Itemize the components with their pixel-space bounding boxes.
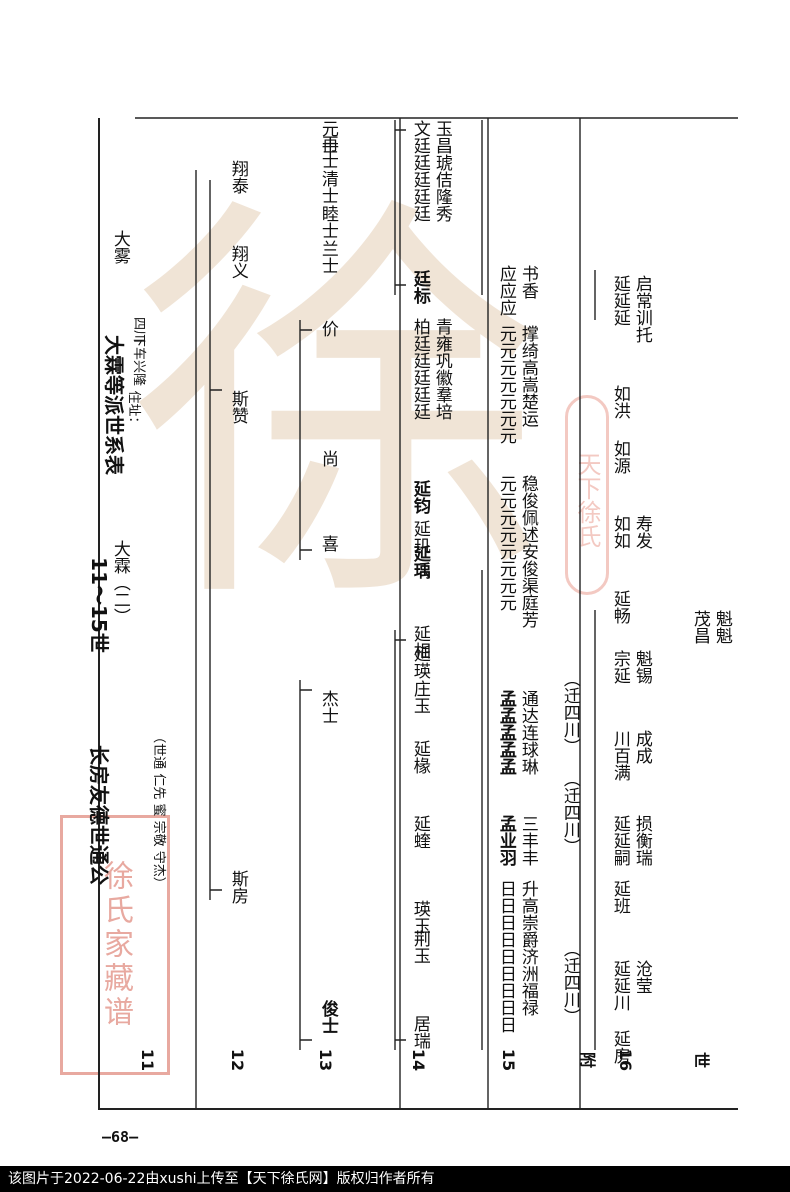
name-yuan-shi: 元士 (317, 120, 338, 154)
residence-region: 四川 (131, 316, 146, 343)
table-frame (98, 118, 738, 1110)
g16-e: 损衡瑞 (631, 815, 652, 866)
g16-g: 成成 (631, 730, 652, 764)
gen-label-12: 12 (228, 1048, 247, 1072)
gen-label-shi: 世 (692, 1051, 711, 1068)
gen-label-15: 15 (499, 1048, 518, 1072)
g14-row-e: 文廷廷廷廷廷 (409, 120, 430, 222)
name-xi: 喜 (317, 535, 338, 552)
after-a: 茂昌 (689, 610, 710, 644)
g15-row-c: 孟业羽 (495, 815, 516, 866)
g16-l: 寿发 (631, 515, 652, 549)
g15-row-d: 三丰丰 (517, 815, 538, 866)
g16-j: 延畅 (609, 590, 630, 624)
name-si-fang: 斯房 (227, 870, 248, 904)
name-lan-shi: 兰士 (317, 240, 338, 274)
migration-note-3: （迁四川） (559, 670, 580, 755)
g16-h: 宗延 (609, 650, 630, 684)
name-ju-rui: 居瑞 (409, 1015, 430, 1049)
g15-row-f: 通达连球琳 (517, 690, 538, 775)
gen-label-13: 13 (316, 1048, 335, 1072)
g16-o: 延延延 (609, 275, 630, 326)
name-yan-biao: 廷标 (409, 270, 430, 304)
name-peng-yi: 翔义 (227, 245, 248, 279)
g15-row-k: 应应应 (495, 265, 516, 316)
gen-label-14: 14 (409, 1048, 428, 1072)
g16-c: 延班 (609, 880, 630, 914)
g15-row-e: 孟孟孟孟孟 (495, 690, 516, 775)
upload-notice: 该图片于2022-06-22由xushi上传至【天下徐氏网】版权归作者所有 (0, 1166, 790, 1192)
name-yan-jun: 延钧 (409, 480, 430, 514)
g16-k: 如如 (609, 515, 630, 549)
name-yan-ying: 延瑛 (409, 645, 430, 679)
name-shang: 尚 (317, 450, 338, 467)
migration-note-2: （迁四川） (559, 770, 580, 855)
branch-title: 长房友德世通公 (87, 745, 111, 885)
watermark-seal: 天下徐氏 (565, 395, 609, 595)
g16-f: 川百满 (609, 730, 630, 781)
name-da-lin: 大霖（二） (109, 540, 130, 625)
name-yan-kui: 延蝰 (409, 815, 430, 849)
g14-row-f: 玉昌琥佶隆秀 (431, 120, 452, 222)
g16-n: 如洪 (609, 385, 630, 419)
after-b: 魁魁 (711, 610, 732, 644)
g16-m: 如源 (609, 440, 630, 474)
g16-p: 启常训托 (631, 275, 652, 343)
name-yan-yu: 延瑀 (409, 545, 430, 579)
g15-row-a: 日日日日日日日日日 (495, 880, 516, 1033)
name-peng-tai: 翔泰 (227, 160, 248, 194)
g16-d: 延延嗣 (609, 815, 630, 866)
page-number: —68— (102, 1128, 139, 1146)
name-jie-shi: 杰士 (317, 690, 338, 724)
name-jun-shi: 俊士 (317, 1000, 338, 1034)
g16-a: 延延川 (609, 960, 630, 1011)
siblings-note: （世通 仁先 蜜 宗敬 守杰） (151, 730, 166, 890)
name-zai-shi: 再士 (317, 135, 338, 169)
g16-q: 延房 (609, 1030, 630, 1064)
name-jing-yu: 荆玉 (409, 930, 430, 964)
name-da-wu: 大雾 (109, 230, 130, 264)
migration-note-1: （迁四川） (559, 940, 580, 1025)
name-yan-sen: 延椽 (409, 740, 430, 774)
g15-row-i: 元元元元元元元 (495, 325, 516, 444)
g15-row-g: 元元元元元元元元 (495, 475, 516, 611)
gen-label-fu: 附 (578, 1051, 597, 1068)
g16-i: 魁锡 (631, 650, 652, 684)
watermark-seal-text: 天下徐氏 (573, 452, 601, 548)
name-si-zan: 斯赞 (227, 390, 248, 424)
name-ying-yu: 瑛玉 (409, 900, 430, 934)
g15-row-b: 升高崇爵济洲福禄 (517, 880, 538, 1016)
g15-row-j: 撑绮高嵩楚运 (517, 325, 538, 427)
gen-label-11: 11 (138, 1048, 157, 1072)
name-yan-ji: 延玑 (409, 520, 430, 554)
name-yan-ye: 延相 (409, 625, 430, 659)
name-ling-shi: 睦士 (317, 205, 338, 239)
g15-row-l: 书香 (517, 265, 538, 299)
stamp-text: 徐氏家藏谱 (98, 860, 133, 1030)
g15-row-h: 稳俊佩述安俊渠庭芳 (517, 475, 538, 628)
g16-b: 沧莹 (631, 960, 652, 994)
name-jie: 价 (317, 320, 338, 337)
red-seal-stamp: 徐氏家藏谱 (60, 815, 170, 1075)
name-qing-shi: 清士 (317, 170, 338, 204)
g14-row-c: 柏廷廷廷廷廷 (409, 318, 430, 420)
g14-row-d: 青雍巩徽羣培 (431, 318, 452, 420)
name-zhuang-yu: 庄玉 (409, 680, 430, 714)
